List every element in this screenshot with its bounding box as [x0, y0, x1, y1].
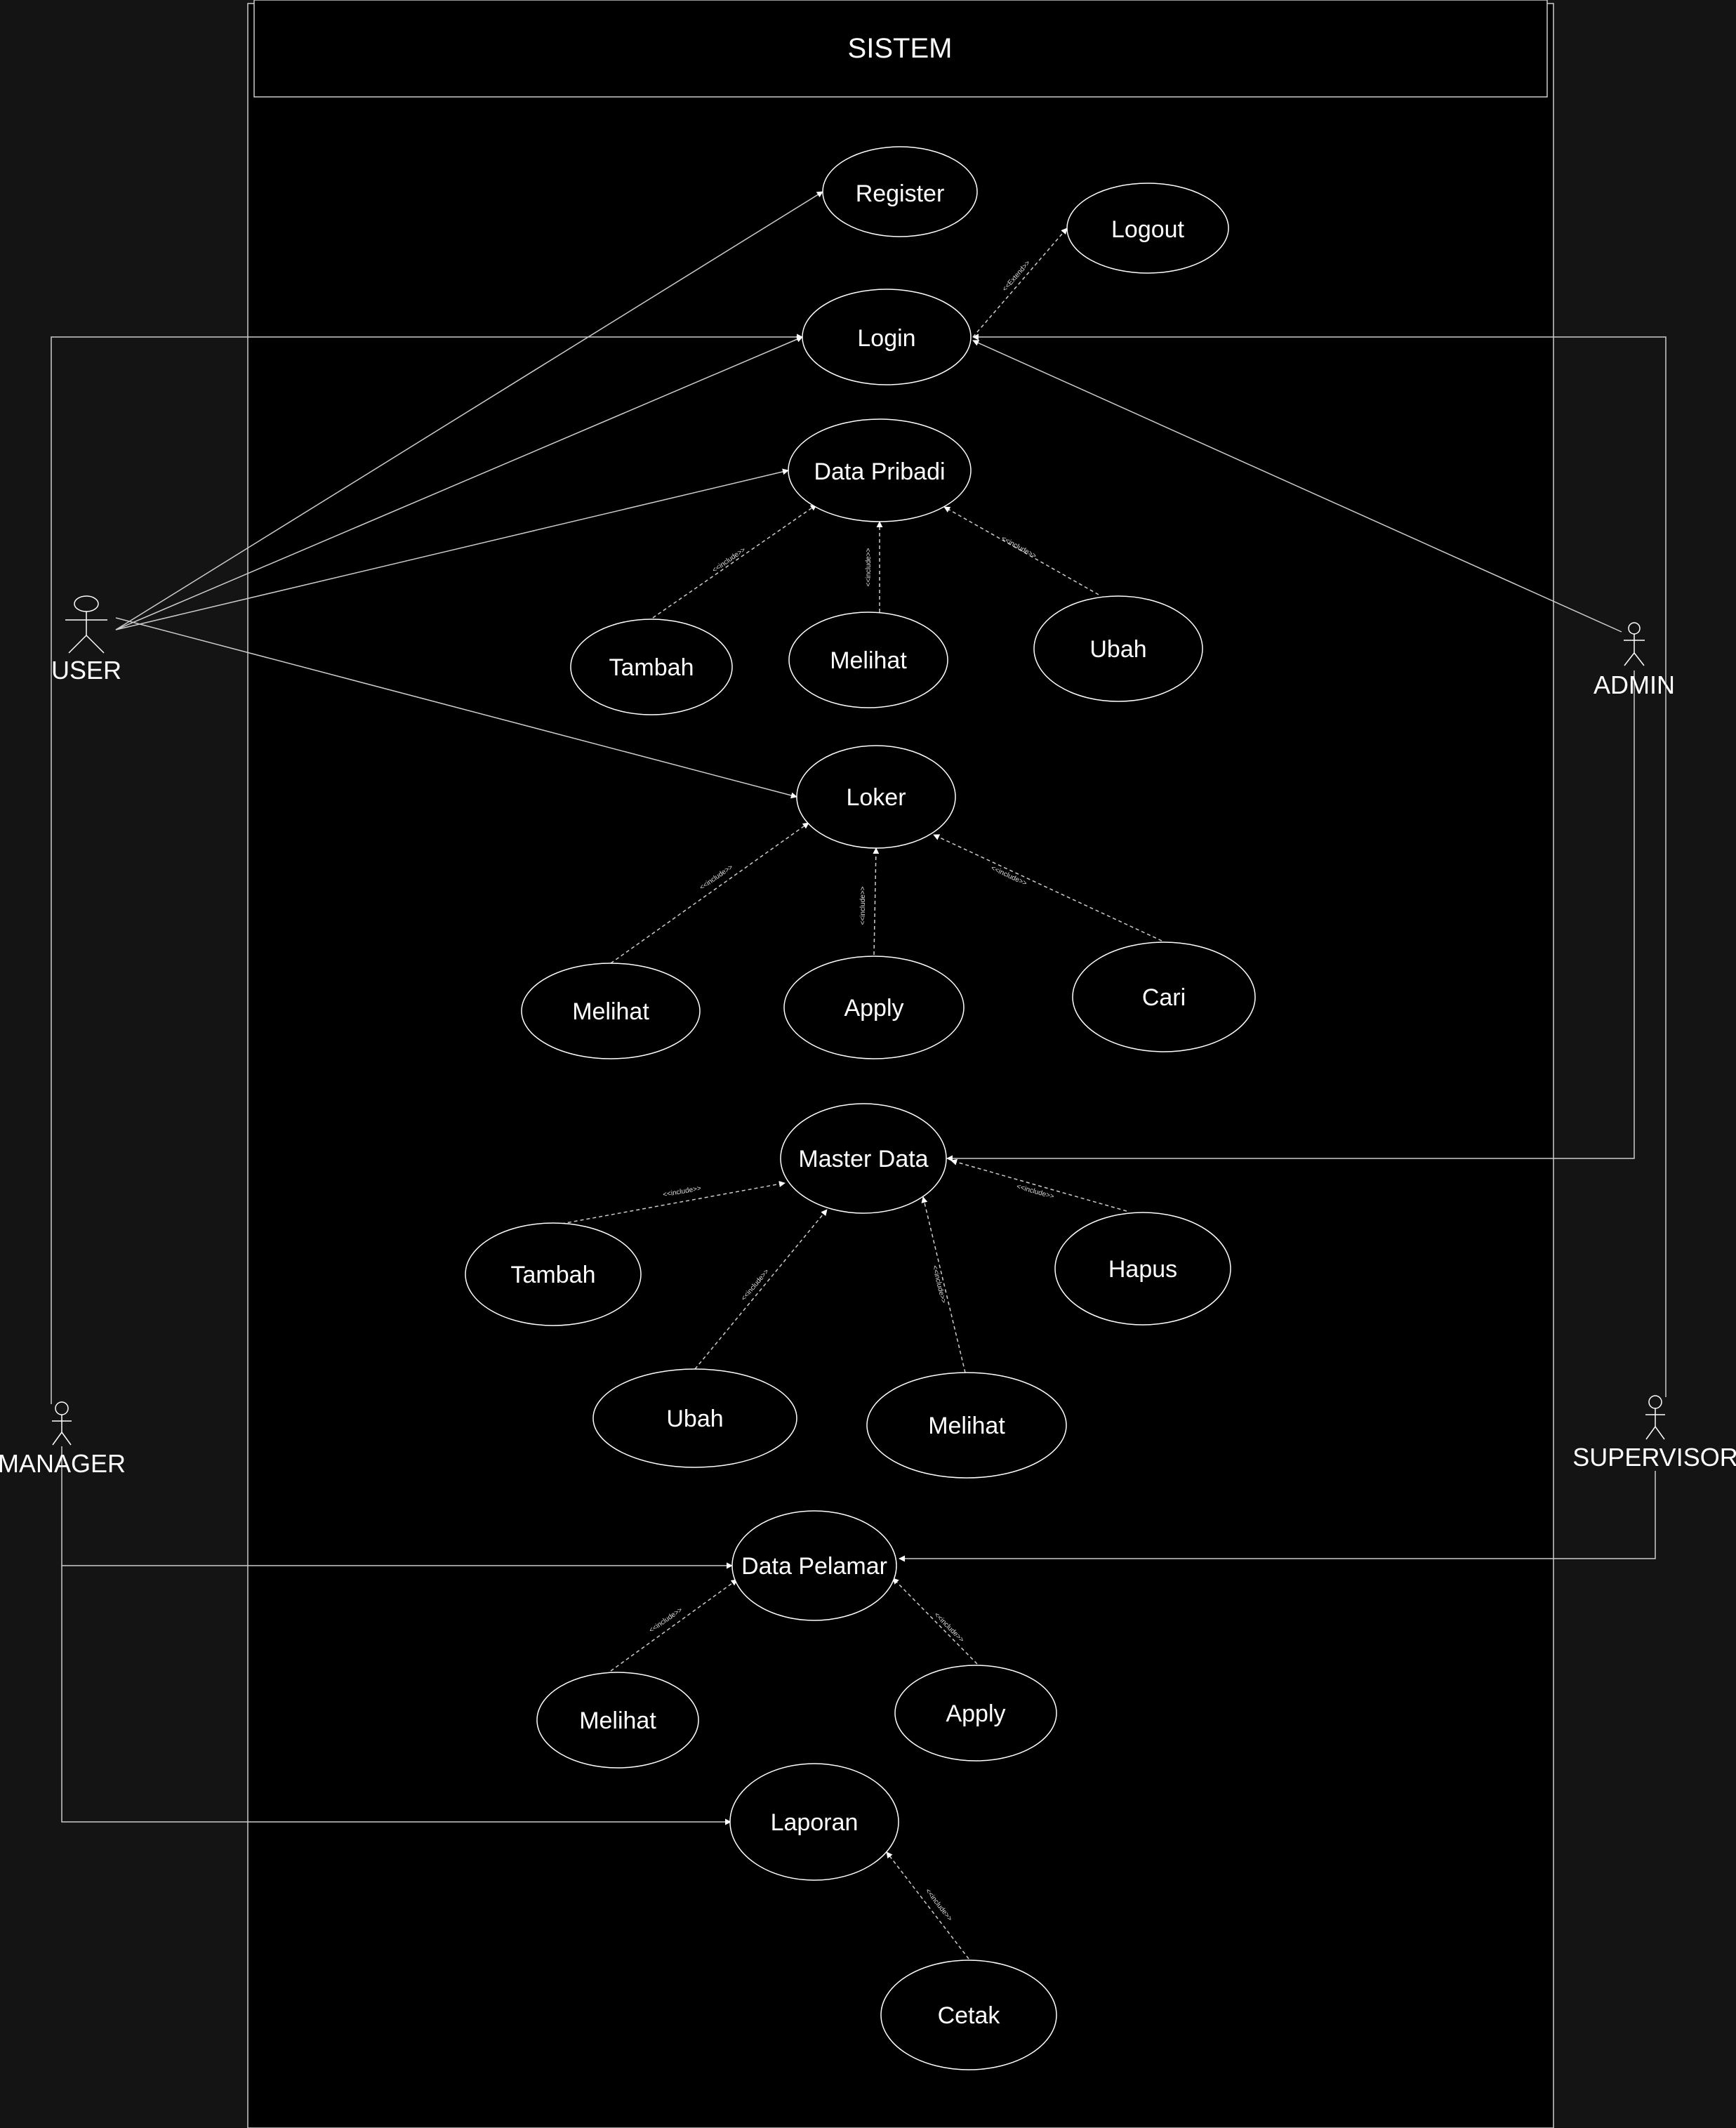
usecase-loker: Loker: [796, 745, 956, 849]
actors: USER ADMIN MANAGER SUPERVISOR: [0, 595, 1736, 1478]
actor-user-icon: [74, 595, 99, 612]
actor-manager: MANAGER: [0, 1401, 126, 1478]
usecase-label: Melihat: [928, 1413, 1005, 1439]
usecase-label: Login: [857, 325, 915, 352]
usecase-label: Melihat: [830, 647, 907, 674]
assoc-supervisor-data-pelamar: [899, 1471, 1656, 1562]
actor-supervisor: SUPERVISOR: [1572, 1395, 1736, 1472]
usecase-label: Ubah: [1089, 636, 1146, 663]
usecase-label: Cari: [1142, 984, 1186, 1011]
actor-manager-icon: [55, 1401, 69, 1415]
usecase-logout: Logout: [1066, 183, 1229, 274]
dep-lk-melihat: [610, 822, 809, 964]
usecase-data-pribadi-melihat: Melihat: [788, 612, 948, 708]
usecase-data-pelamar-apply: Apply: [894, 1665, 1057, 1762]
usecase-label: Ubah: [666, 1406, 723, 1432]
usecase-data-pribadi: Data Pribadi: [788, 418, 972, 522]
usecase-label: Loker: [846, 784, 906, 811]
usecase-label: Master Data: [798, 1146, 928, 1172]
assoc-admin-login: [972, 340, 1622, 633]
usecase-laporan: Laporan: [729, 1763, 899, 1881]
actor-admin: ADMIN: [1593, 622, 1675, 699]
usecase-master-data-tambah: Tambah: [465, 1222, 642, 1326]
system-title: SISTEM: [848, 33, 953, 64]
usecase-label: Tambah: [511, 1262, 596, 1288]
assoc-supervisor-login: [972, 333, 1667, 1397]
dependencies: [561, 227, 1162, 1960]
usecase-master-data-ubah: Ubah: [592, 1368, 797, 1468]
usecase-label: Logout: [1111, 216, 1185, 243]
assoc-user-loker: [115, 617, 797, 799]
usecase-data-pribadi-ubah: Ubah: [1033, 595, 1203, 702]
actor-label: ADMIN: [1593, 670, 1675, 699]
dep-md-hapus: [950, 1158, 1127, 1212]
usecase-label: Apply: [946, 1700, 1005, 1727]
assoc-manager-laporan: [61, 1566, 731, 1825]
usecase-label: Data Pelamar: [741, 1553, 887, 1580]
usecase-label: Tambah: [609, 654, 694, 681]
usecase-register: Register: [822, 146, 978, 237]
usecase-data-pelamar: Data Pelamar: [731, 1510, 897, 1621]
usecase-cetak: Cetak: [880, 1960, 1057, 2070]
usecase-loker-apply: Apply: [783, 956, 965, 1059]
usecase-loker-melihat: Melihat: [521, 963, 701, 1059]
dep-md-melihat: [921, 1196, 966, 1373]
usecase-label: Melihat: [572, 998, 649, 1025]
dep-lk-cari: [933, 834, 1162, 941]
usecase-label: Register: [856, 180, 945, 207]
actor-label: MANAGER: [0, 1449, 126, 1478]
actor-admin-icon: [1628, 622, 1641, 635]
usecase-label: Cetak: [938, 2002, 1001, 2029]
usecase-master-data: Master Data: [780, 1103, 947, 1214]
assoc-user-login: [115, 336, 803, 630]
assoc-manager-login: [51, 333, 803, 1404]
dep-dp-ubah: [943, 506, 1099, 595]
dep-lp-cetak: [886, 1851, 969, 1960]
assoc-admin-master-data: [946, 670, 1635, 1162]
usecase-loker-cari: Cari: [1072, 941, 1256, 1052]
usecase-master-data-hapus: Hapus: [1054, 1212, 1231, 1326]
stereotype-label: <<include>>: [859, 886, 867, 925]
actor-supervisor-icon: [1648, 1395, 1662, 1409]
dep-lk-apply: [873, 847, 880, 956]
system-title-box: [253, 0, 1548, 98]
dep-md-ubah: [694, 1209, 828, 1370]
usecase-label: Hapus: [1108, 1256, 1177, 1283]
usecase-label: Apply: [844, 995, 903, 1022]
usecase-label: Melihat: [579, 1707, 656, 1734]
usecase-data-pribadi-tambah: Tambah: [570, 619, 733, 715]
dep-dp-tambah: [652, 504, 817, 619]
assoc-user-data-pribadi: [115, 468, 789, 630]
actor-label: SUPERVISOR: [1572, 1443, 1736, 1472]
usecases: Register Logout Login Data Pribadi Tamba…: [465, 146, 1256, 2070]
dep-pl-apply: [892, 1578, 978, 1665]
assoc-user-register: [115, 191, 823, 630]
dep-pl-melihat: [610, 1579, 738, 1672]
usecase-master-data-melihat: Melihat: [866, 1372, 1067, 1479]
usecase-label: Data Pribadi: [814, 458, 945, 485]
usecase-data-pelamar-melihat: Melihat: [536, 1672, 699, 1769]
usecase-label: Laporan: [771, 1809, 859, 1836]
associations: [51, 191, 1667, 1825]
usecase-login: Login: [802, 289, 972, 385]
actor-user: USER: [51, 595, 121, 685]
actor-label: USER: [51, 656, 121, 685]
stereotype-label: <<include>>: [865, 548, 873, 586]
dep-login-logout: [972, 227, 1068, 338]
